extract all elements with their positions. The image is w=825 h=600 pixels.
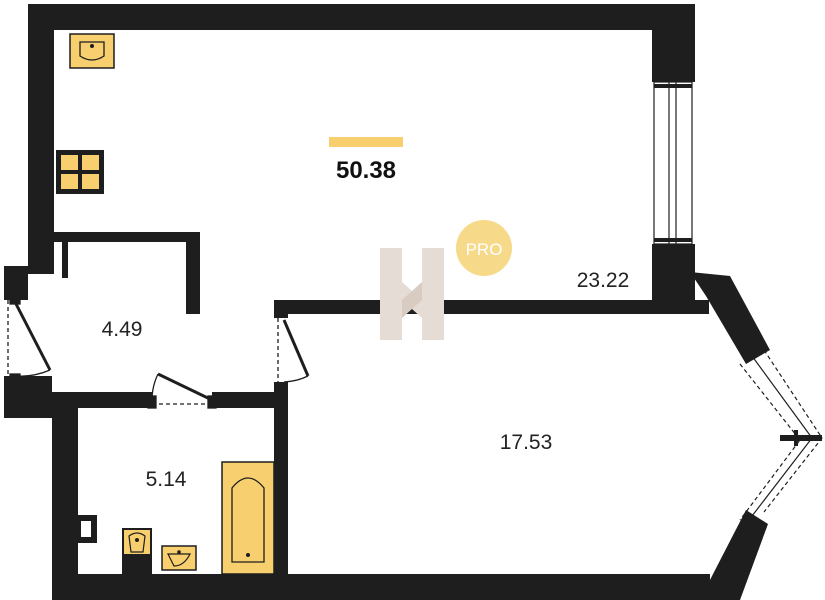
wall-niche: [75, 515, 97, 543]
wall-bath-right: [274, 382, 288, 582]
wall-bottom: [52, 574, 710, 600]
door-bathroom-leaf: [157, 372, 213, 402]
bathtub-icon: [221, 461, 275, 575]
window-living: [653, 81, 693, 245]
washbasin-icon: [161, 545, 197, 571]
wall-bay-upper: [690, 272, 770, 364]
wall-top: [28, 4, 695, 30]
wall-hall-top: [52, 232, 200, 242]
watermark-logo: [380, 248, 444, 340]
pro-badge: PRO: [456, 220, 512, 276]
stove-icon: [56, 150, 104, 194]
room-area-living-kitchen: 23.22: [577, 269, 630, 292]
wall-bath-top-left: [28, 392, 152, 408]
wall-left-jog-2: [28, 230, 54, 274]
windows: [653, 81, 823, 521]
wall-hall-right: [186, 232, 200, 314]
toilet-icon: [122, 528, 152, 574]
sink-icon: [69, 33, 115, 69]
room-area-hallway: 4.49: [102, 318, 143, 341]
room-area-bathroom: 5.14: [146, 468, 187, 491]
total-area-accent-bar: [329, 137, 403, 147]
wall-left-upper: [28, 4, 54, 230]
wall-left-lower: [52, 396, 78, 600]
total-area-label: 50.38: [336, 157, 396, 184]
wall-divider-stub: [274, 300, 288, 318]
wall-bedroom-top: [274, 300, 709, 314]
wall-bath-top-right: [212, 392, 288, 408]
door-bedroom-arc: [283, 375, 309, 383]
wall-right-upper-top: [652, 4, 695, 82]
room-area-bedroom: 17.53: [500, 431, 553, 454]
door-bedroom-leaf: [282, 319, 310, 377]
wall-hall-inner: [62, 242, 68, 278]
door-entrance-leaf: [12, 299, 52, 371]
window-bay: [739, 363, 801, 521]
pro-badge-text: PRO: [466, 240, 503, 259]
wall-bay-lower: [700, 510, 768, 600]
doors: [7, 293, 310, 409]
wall-right-upper-bottom: [652, 244, 695, 300]
